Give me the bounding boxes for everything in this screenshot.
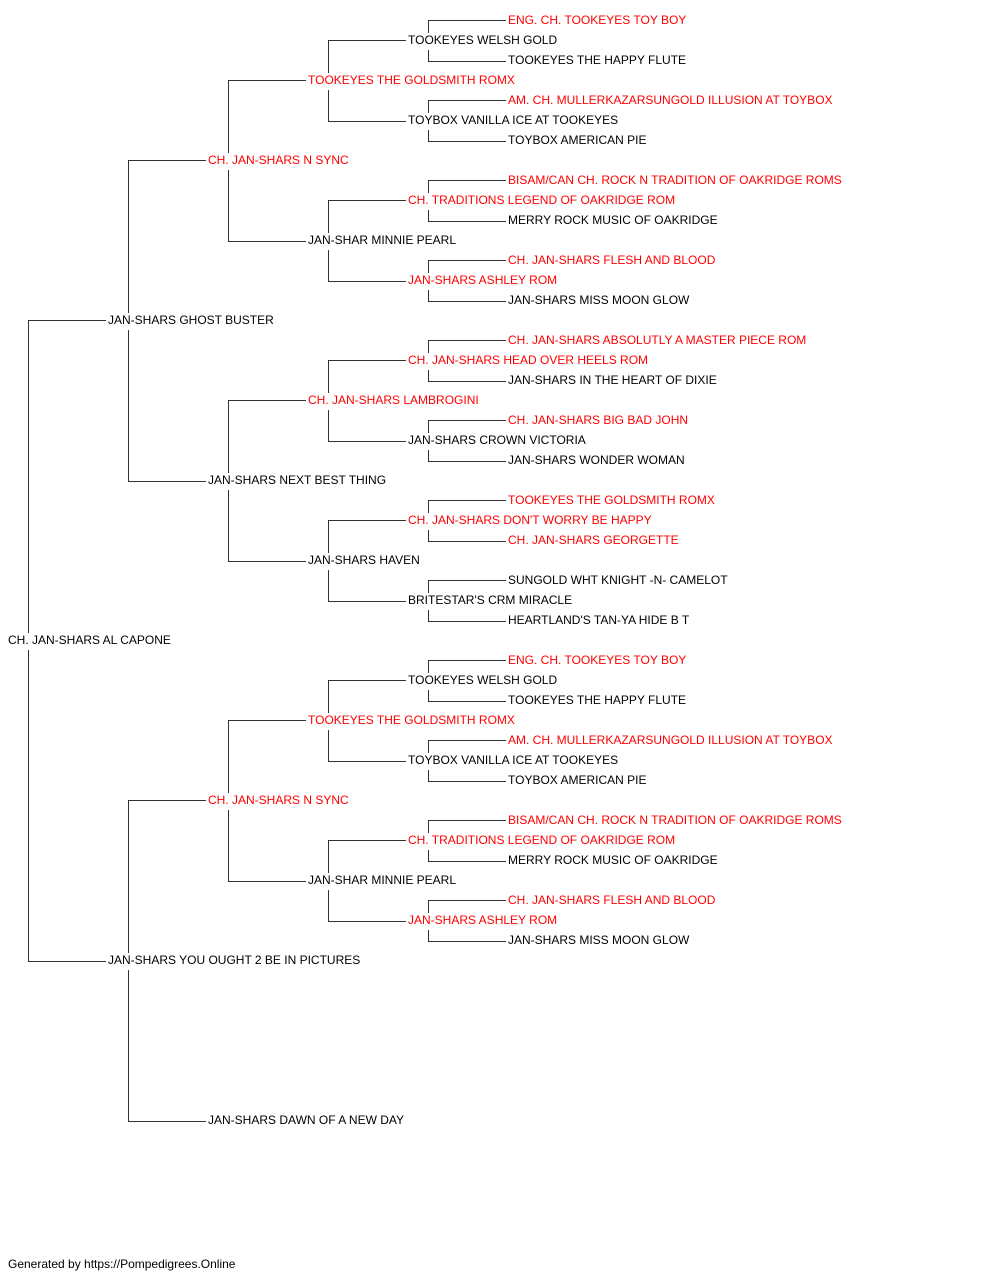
pedigree-entry-champion: TOOKEYES THE GOLDSMITH ROMX: [508, 493, 715, 507]
pedigree-entry: TOOKEYES WELSH GOLD: [408, 33, 558, 47]
pedigree-entry: MERRY ROCK MUSIC OF OAKRIDGE: [508, 853, 718, 867]
pedigree-entry: MERRY ROCK MUSIC OF OAKRIDGE: [508, 213, 718, 227]
pedigree-entry-champion: BISAM/CAN CH. ROCK N TRADITION OF OAKRID…: [508, 813, 842, 827]
pedigree-entry-champion: JAN-SHARS ASHLEY ROM: [408, 913, 558, 927]
pedigree-entry: JAN-SHARS MISS MOON GLOW: [508, 293, 690, 307]
pedigree-entry: TOOKEYES THE HAPPY FLUTE: [508, 53, 687, 67]
pedigree-entry: JAN-SHARS IN THE HEART OF DIXIE: [508, 373, 717, 387]
pedigree-entry: JAN-SHAR MINNIE PEARL: [308, 233, 457, 247]
pedigree-entry: TOOKEYES THE HAPPY FLUTE: [508, 693, 687, 707]
pedigree-entry-champion: AM. CH. MULLERKAZARSUNGOLD ILLUSION AT T…: [508, 733, 833, 747]
pedigree-entry: CH. JAN-SHARS AL CAPONE: [8, 633, 171, 647]
pedigree-entry: TOYBOX VANILLA ICE AT TOOKEYES: [408, 753, 619, 767]
pedigree-entry-champion: CH. JAN-SHARS GEORGETTE: [508, 533, 679, 547]
pedigree-entry-champion: CH. JAN-SHARS BIG BAD JOHN: [508, 413, 689, 427]
pedigree-entry-champion: TOOKEYES THE GOLDSMITH ROMX: [308, 713, 515, 727]
pedigree-entry: HEARTLAND'S TAN-YA HIDE B T: [508, 613, 690, 627]
pedigree-entry-champion: CH. TRADITIONS LEGEND OF OAKRIDGE ROM: [408, 193, 676, 207]
pedigree-entry-champion: CH. JAN-SHARS HEAD OVER HEELS ROM: [408, 353, 649, 367]
pedigree-entry: JAN-SHARS MISS MOON GLOW: [508, 933, 690, 947]
pedigree-entry: JAN-SHAR MINNIE PEARL: [308, 873, 457, 887]
pedigree-entry-champion: BISAM/CAN CH. ROCK N TRADITION OF OAKRID…: [508, 173, 842, 187]
pedigree-entry: SUNGOLD WHT KNIGHT -N- CAMELOT: [508, 573, 728, 587]
pedigree-entry: BRITESTAR'S CRM MIRACLE: [408, 593, 573, 607]
pedigree-entry-champion: CH. JAN-SHARS ABSOLUTLY A MASTER PIECE R…: [508, 333, 807, 347]
pedigree-entry: TOOKEYES WELSH GOLD: [408, 673, 558, 687]
pedigree-entry-champion: CH. JAN-SHARS N SYNC: [208, 793, 349, 807]
pedigree-entry: TOYBOX AMERICAN PIE: [508, 133, 647, 147]
pedigree-entry: TOYBOX VANILLA ICE AT TOOKEYES: [408, 113, 619, 127]
pedigree-entry-champion: CH. JAN-SHARS FLESH AND BLOOD: [508, 893, 716, 907]
pedigree-entry-champion: CH. JAN-SHARS DON'T WORRY BE HAPPY: [408, 513, 652, 527]
pedigree-entry-champion: CH. JAN-SHARS FLESH AND BLOOD: [508, 253, 716, 267]
pedigree-entry-champion: CH. JAN-SHARS LAMBROGINI: [308, 393, 479, 407]
pedigree-entry: JAN-SHARS CROWN VICTORIA: [408, 433, 586, 447]
pedigree-entry-champion: ENG. CH. TOOKEYES TOY BOY: [508, 13, 687, 27]
pedigree-entry: JAN-SHARS YOU OUGHT 2 BE IN PICTURES: [108, 953, 361, 967]
pedigree-entry: TOYBOX AMERICAN PIE: [508, 773, 647, 787]
pedigree-entry-champion: TOOKEYES THE GOLDSMITH ROMX: [308, 73, 515, 87]
pedigree-entry: JAN-SHARS GHOST BUSTER: [108, 313, 274, 327]
pedigree-entry-champion: AM. CH. MULLERKAZARSUNGOLD ILLUSION AT T…: [508, 93, 833, 107]
pedigree-entry: JAN-SHARS NEXT BEST THING: [208, 473, 387, 487]
pedigree-entry-champion: CH. JAN-SHARS N SYNC: [208, 153, 349, 167]
pedigree-entry-champion: JAN-SHARS ASHLEY ROM: [408, 273, 558, 287]
generated-by-footer: Generated by https://Pompedigrees.Online: [8, 1257, 236, 1271]
pedigree-entry-champion: ENG. CH. TOOKEYES TOY BOY: [508, 653, 687, 667]
pedigree-entry-champion: CH. TRADITIONS LEGEND OF OAKRIDGE ROM: [408, 833, 676, 847]
pedigree-entry: JAN-SHARS DAWN OF A NEW DAY: [208, 1113, 405, 1127]
pedigree-entry: JAN-SHARS HAVEN: [308, 553, 420, 567]
pedigree-entry: JAN-SHARS WONDER WOMAN: [508, 453, 685, 467]
